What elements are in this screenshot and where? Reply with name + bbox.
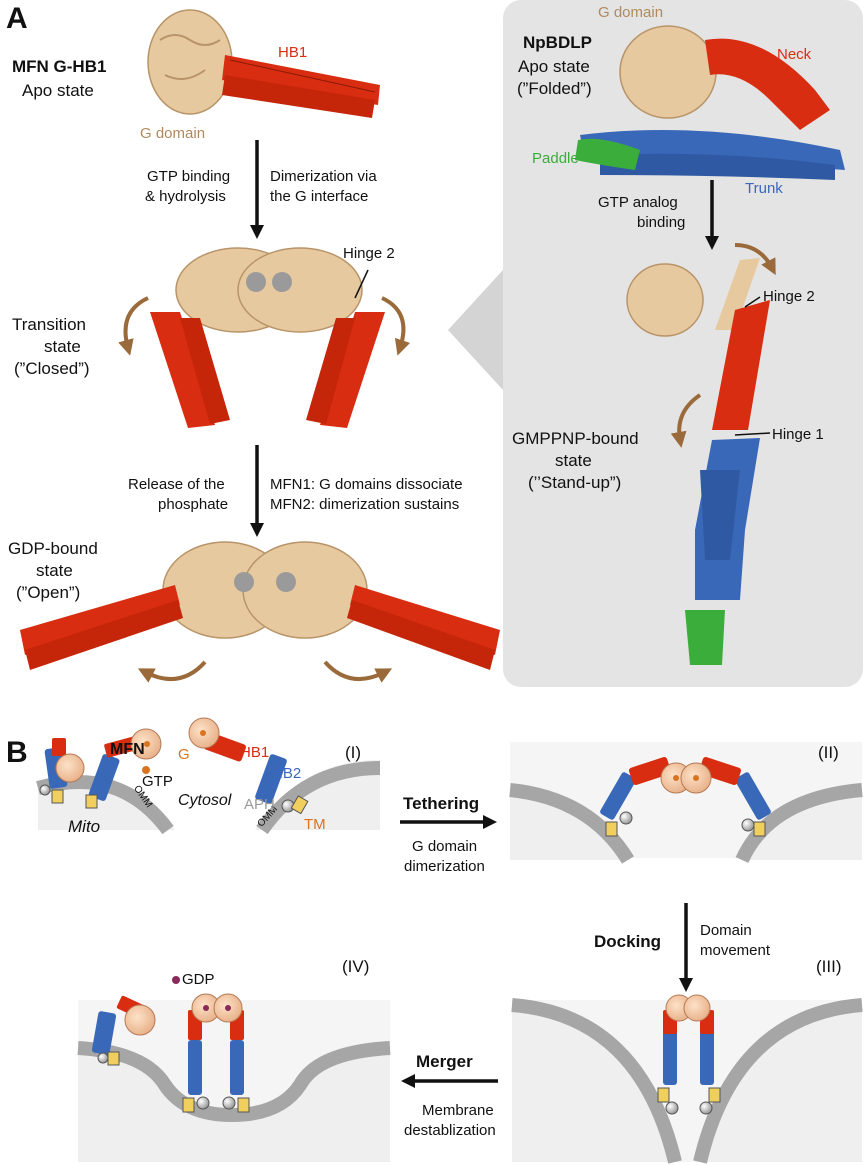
stage2-membranes: [509, 742, 863, 864]
gdp-dot: [172, 976, 180, 984]
npbdlp-subtitle: Apo state: [518, 57, 590, 76]
npbdlp-trunk-label: Trunk: [745, 180, 783, 197]
docking-sub-line1: Domain: [700, 922, 752, 939]
npbdlp-step-line1: GTP analog: [598, 194, 678, 211]
merger-sub-line2: destablization: [404, 1122, 496, 1139]
stage2-mfn-dimer: [600, 757, 771, 837]
stage1-label: (I): [345, 743, 362, 762]
docking-label: Docking: [594, 932, 662, 951]
stage3-label: (III): [816, 957, 842, 976]
npbdlp-g-domain-label: G domain: [598, 4, 664, 21]
panel-letter-b: B: [6, 736, 28, 769]
gmppnp-line1: GMPPNP-bound: [512, 429, 639, 448]
tethering-sub-line1: G domain: [412, 838, 478, 855]
transition-rotate-arrow-right: [381, 296, 411, 356]
transition-line3: (”Closed”): [14, 359, 90, 378]
npbdlp-hinge1-label: Hinge 1: [772, 426, 824, 443]
step1-right-line1: Dimerization via: [270, 168, 377, 185]
cytosol-label: Cytosol: [178, 792, 232, 809]
npbdlp-folded: (”Folded”): [517, 79, 592, 98]
mfn-transition-structure: [150, 247, 385, 428]
gmppnp-line3: (’’Stand-up”): [528, 473, 622, 492]
transition-line2: state: [44, 337, 81, 356]
stage2-label: (II): [818, 743, 839, 762]
panel-letter-a: A: [6, 2, 28, 35]
merger-sub-line1: Membrane: [422, 1102, 494, 1119]
hb1-label: HB1: [240, 744, 270, 761]
mfn-g-domain-label: G domain: [140, 125, 206, 142]
transition-line1: Transition: [12, 315, 87, 334]
mfn-open-structure: [20, 541, 500, 670]
gtp-dot: [142, 766, 150, 774]
hb2-label: HB2: [272, 765, 302, 782]
gdp-state-line2: state: [36, 561, 73, 580]
step1-left-line2: & hydrolysis: [145, 188, 226, 205]
gdp-state-line3: (”Open”): [16, 583, 81, 602]
mfn-hinge2-label: Hinge 2: [343, 245, 395, 262]
tethering-label: Tethering: [403, 794, 480, 813]
gmppnp-line2: state: [555, 451, 592, 470]
tm-label: TM: [304, 816, 326, 833]
npbdlp-step-line2: binding: [637, 214, 686, 231]
step1-right-line2: the G interface: [270, 188, 369, 205]
stage4-mfn-dimer: [182, 993, 250, 1113]
stage1-mfn-left: [39, 738, 85, 804]
npbdlp-neck-label: Neck: [777, 46, 812, 63]
npbdlp-apo-structure: [575, 25, 845, 180]
stage4-mfn-left: [91, 995, 156, 1066]
docking-sub-line2: movement: [700, 942, 771, 959]
mfn-label: MFN: [110, 741, 145, 758]
step2-right-line1: MFN1: G domains dissociate: [270, 476, 463, 493]
open-rotate-arrow-left: [137, 660, 207, 683]
npbdlp-paddle-label: Paddle: [532, 150, 579, 167]
merger-label: Merger: [416, 1052, 473, 1071]
gdp-state-line1: GDP-bound: [8, 539, 98, 558]
mfn-title: MFN G-HB1: [12, 57, 107, 76]
mfn-apo-structure: [147, 9, 380, 118]
g-label: G: [178, 746, 190, 763]
stage4-label: (IV): [342, 957, 370, 976]
gdp-label: GDP: [182, 971, 215, 988]
npbdlp-standup-structure: [626, 258, 771, 665]
open-rotate-arrow-right: [323, 660, 393, 683]
step1-left-line1: GTP binding: [147, 168, 231, 185]
tethering-sub-line2: dimerization: [404, 858, 485, 875]
npbdlp-hinge2-label: Hinge 2: [763, 288, 815, 305]
step2-right-line2: MFN2: dimerization sustains: [270, 496, 460, 513]
mito-label: Mito: [68, 817, 101, 836]
stage3-membranes: [511, 998, 863, 1164]
mfn-subtitle: Apo state: [22, 81, 94, 100]
mfn-hb1-label: HB1: [278, 44, 308, 61]
standup-rotate-arrow-top: [734, 243, 776, 276]
stage1-mfn-labeled: [188, 717, 309, 815]
gtp-label: GTP: [142, 773, 173, 790]
step2-left-line1: Release of the: [128, 476, 225, 493]
stage1-mfn-right: [85, 728, 162, 809]
aph-label: APH: [244, 796, 275, 813]
transition-rotate-arrow-left: [118, 296, 149, 356]
standup-rotate-arrow-left: [670, 393, 702, 448]
npbdlp-title: NpBDLP: [523, 33, 592, 52]
stage3-mfn-dimer: [657, 994, 721, 1115]
step2-left-line2: phosphate: [158, 496, 229, 513]
